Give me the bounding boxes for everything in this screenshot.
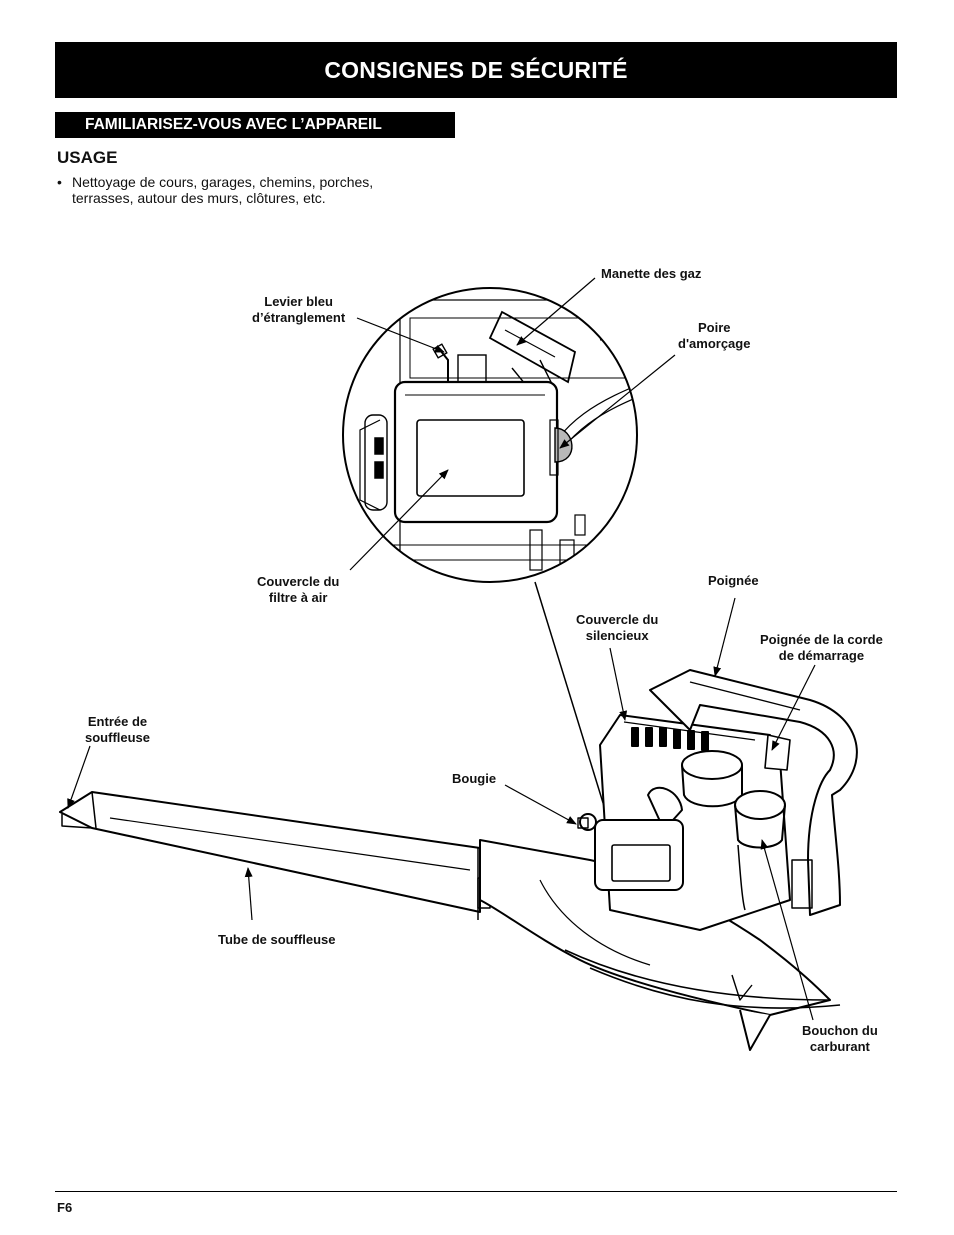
label-starter-line2: de démarrage — [778, 647, 865, 663]
label-fuel-cap-line1: Bouchon du — [802, 1023, 878, 1038]
label-fuel-cap-line2: carburant — [809, 1038, 870, 1054]
label-throttle: Manette des gaz — [601, 266, 701, 282]
label-primer-line1: Poire — [697, 320, 731, 335]
label-air-filter-cover: Couvercle du filtre à air — [257, 574, 339, 605]
usage-item: Nettoyage de cours, garages, chemins, po… — [57, 174, 437, 206]
usage-item-line2: terrasses, autour des murs, clôtures, et… — [72, 190, 326, 206]
label-choke-lever: Levier bleu d’étranglement — [252, 294, 345, 325]
label-starter-line1: Poignée de la corde — [760, 632, 883, 647]
label-tube-text: Tube de souffleuse — [218, 932, 336, 947]
label-inlet-line1: Entrée de — [87, 714, 148, 729]
label-inlet-line2: souffleuse — [85, 729, 151, 745]
label-muffler-line1: Couvercle du — [576, 612, 659, 627]
label-handle-text: Poignée — [708, 573, 759, 588]
label-primer-bulb: Poire d'amorçage — [678, 320, 750, 351]
label-handle: Poignée — [708, 573, 759, 589]
footer-divider — [55, 1191, 897, 1192]
label-throttle-text: Manette des gaz — [601, 266, 702, 281]
zoom-connector-line — [534, 581, 613, 833]
usage-list: Nettoyage de cours, garages, chemins, po… — [57, 174, 437, 206]
label-blower-tube: Tube de souffleuse — [218, 932, 336, 948]
label-spark-plug-text: Bougie — [452, 771, 497, 786]
section-title: FAMILIARISEZ-VOUS AVEC L’APPAREIL — [55, 112, 455, 138]
label-fuel-cap: Bouchon du carburant — [802, 1023, 878, 1054]
label-choke-line1: Levier bleu — [264, 294, 333, 309]
usage-heading: USAGE — [57, 148, 118, 167]
label-air-filter-line2: filtre à air — [268, 589, 328, 605]
detail-zoom-circle — [342, 287, 638, 583]
label-muffler-cover: Couvercle du silencieux — [576, 612, 658, 643]
callout-arrows — [67, 277, 816, 1021]
label-choke-line2: d’étranglement — [252, 309, 346, 325]
page-number: F6 — [57, 1200, 73, 1215]
label-spark-plug: Bougie — [452, 771, 496, 787]
usage-item-line1: Nettoyage de cours, garages, chemins, po… — [72, 174, 374, 190]
blower-illustration — [59, 669, 858, 1051]
label-primer-line2: d'amorçage — [678, 335, 751, 351]
label-blower-inlet: Entrée de souffleuse — [85, 714, 150, 745]
label-starter-handle: Poignée de la corde de démarrage — [760, 632, 883, 663]
label-muffler-line2: silencieux — [585, 627, 649, 643]
label-air-filter-line1: Couvercle du — [257, 574, 340, 589]
page-title: CONSIGNES DE SÉCURITÉ — [55, 42, 897, 98]
